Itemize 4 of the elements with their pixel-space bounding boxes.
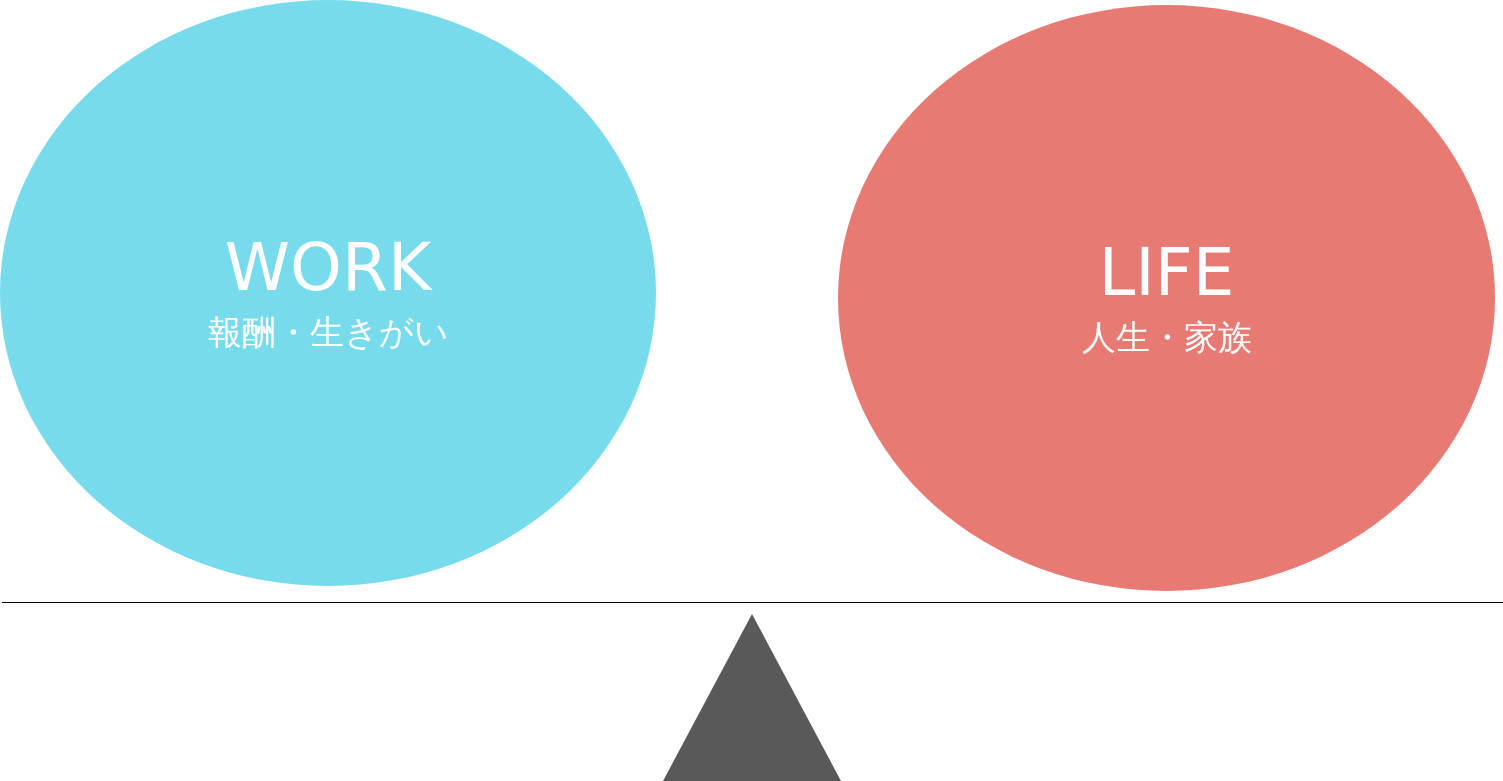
subtitle-text: 報酬・生きがい xyxy=(207,311,449,355)
heading-text: LIFE xyxy=(1098,236,1235,310)
subtitle-text: 人生・家族 xyxy=(1081,316,1252,360)
heading-text: WORK xyxy=(224,231,432,305)
